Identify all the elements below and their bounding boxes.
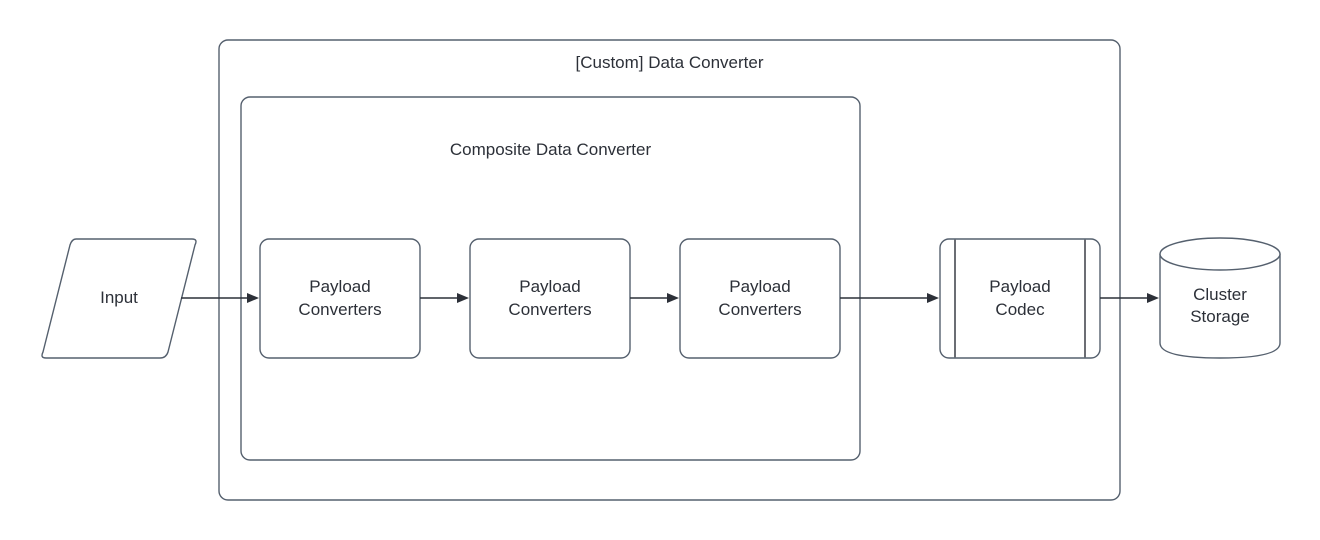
node-cluster-storage-body[interactable] bbox=[1159, 253, 1281, 359]
node-payload-converters-3-shape[interactable] bbox=[679, 238, 841, 359]
connector-pc2-to-pc3 bbox=[630, 293, 679, 303]
node-input-shape[interactable] bbox=[41, 238, 197, 359]
node-payload-converters-1-shape[interactable] bbox=[259, 238, 421, 359]
connector-pc3-to-codec bbox=[840, 293, 939, 303]
connector-codec-to-storage bbox=[1100, 293, 1159, 303]
node-payload-converters-2-shape[interactable] bbox=[469, 238, 631, 359]
connector-pc1-to-pc2 bbox=[420, 293, 469, 303]
node-cluster-storage-top bbox=[1159, 237, 1281, 271]
connector-input-to-pc1 bbox=[181, 293, 259, 303]
node-payload-codec-shape[interactable] bbox=[939, 238, 1101, 359]
